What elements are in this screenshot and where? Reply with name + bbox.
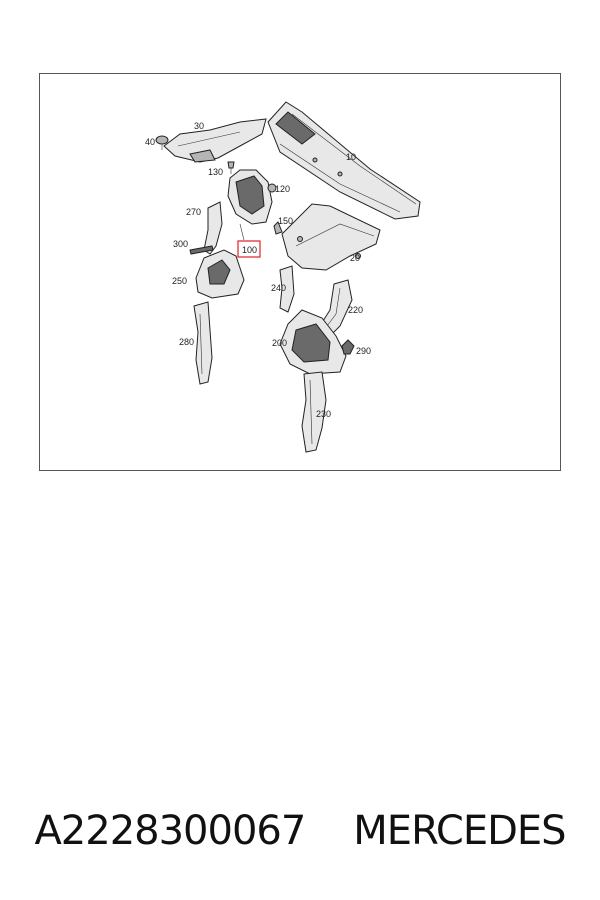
part-30-left-cowl [163, 118, 267, 163]
part-300-spring [189, 245, 214, 255]
callout-10: 10 [346, 152, 356, 162]
diagram-frame: 10 30 40 130 120 1 [39, 73, 561, 471]
callout-280: 280 [179, 337, 194, 347]
part-150-bracket [273, 221, 283, 235]
callout-300: 300 [173, 239, 188, 249]
callout-290: 290 [356, 346, 371, 356]
part-290-nut [341, 339, 355, 355]
callout-30: 30 [194, 121, 204, 131]
callout-20: 20 [350, 253, 360, 263]
callout-100: 100 [242, 245, 257, 255]
callout-100-box: 100 [237, 240, 261, 258]
part-280-vertical-duct [193, 301, 213, 385]
part-200-main-housing [279, 309, 347, 375]
brand-label: MERCEDES [353, 808, 566, 854]
callout-120: 120 [275, 184, 290, 194]
parts-diagram: 10 30 40 130 120 1 [145, 101, 421, 453]
part-230-lower-duct [301, 371, 327, 453]
callout-200: 200 [272, 338, 287, 348]
callout-240: 240 [271, 283, 286, 293]
part-250-bracket-assembly [195, 249, 245, 299]
callout-130: 130 [208, 167, 223, 177]
part-number-label: A2228300067 [34, 808, 306, 854]
part-20-cover-panel [281, 203, 381, 271]
callout-40: 40 [145, 137, 155, 147]
part-120-grommet [267, 183, 277, 193]
part-130-fastener [227, 161, 235, 174]
caption-bar: A2228300067 MERCEDES [0, 806, 600, 856]
part-100-air-intake-housing [227, 169, 273, 241]
part-240-duct-piece [279, 265, 295, 313]
part-270-duct [203, 201, 223, 255]
callout-230: 230 [316, 409, 331, 419]
callout-250: 250 [172, 276, 187, 286]
callout-220: 220 [348, 305, 363, 315]
part-40-clip [155, 135, 169, 150]
part-10-cowl-panel [267, 101, 421, 220]
callout-150: 150 [278, 216, 293, 226]
callout-270: 270 [186, 207, 201, 217]
